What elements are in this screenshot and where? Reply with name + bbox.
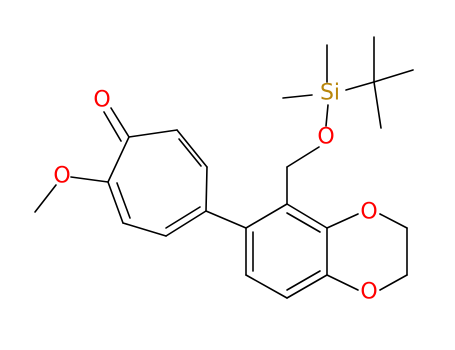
bond-c6-c7 xyxy=(107,181,124,224)
bond-odioxane-upper-ch2 xyxy=(379,213,408,229)
bond-c7-omethoxy xyxy=(70,176,109,183)
bond-c5-c6 xyxy=(122,222,167,237)
bond-b3-odioxane-upper xyxy=(326,213,359,229)
bond-c4-c5-double xyxy=(165,206,201,229)
bond-c6-c7-double xyxy=(116,182,131,219)
bond-b1-b2 xyxy=(245,203,288,229)
bond-c1-c2 xyxy=(128,129,178,138)
atom-labels: O O O Si O O xyxy=(53,81,377,305)
bond-b2-b3 xyxy=(286,203,328,229)
bond-b4-b5-double xyxy=(286,270,321,291)
atom-silicon: Si xyxy=(320,81,340,106)
bond-tbu-methyl-down xyxy=(373,81,382,129)
bond-c3-c4 xyxy=(205,166,208,212)
atom-dioxane-oxygen-lower: O xyxy=(360,280,377,305)
bonds xyxy=(34,36,414,299)
bond-c7-c1 xyxy=(107,136,130,183)
bond-b4-b5 xyxy=(286,274,328,299)
bond-c4-c5 xyxy=(165,210,207,237)
bond-carbonyl-b xyxy=(103,111,122,142)
bond-si-tbu xyxy=(345,81,375,91)
bond-si-methyl-left xyxy=(282,94,313,99)
bond-c2-c3-double xyxy=(178,138,202,167)
bond-osilyl-si xyxy=(325,104,329,127)
atom-dioxane-oxygen-upper: O xyxy=(360,200,377,225)
bond-biaryl xyxy=(205,210,247,229)
atom-carbonyl-oxygen: O xyxy=(93,88,110,113)
bond-ch2-odioxane-lower xyxy=(379,274,408,291)
bond-b2-b3-double xyxy=(286,212,321,233)
bond-ch2-osilyl xyxy=(286,146,320,168)
bond-odioxane-lower-b4 xyxy=(326,274,359,291)
bond-omethoxy-methyl xyxy=(34,184,57,213)
atom-silyl-ether-oxygen: O xyxy=(317,125,334,150)
bond-b5-b6 xyxy=(245,274,288,299)
bond-tbu-methyl-right xyxy=(373,69,414,83)
bond-c2-c3 xyxy=(176,129,208,168)
atom-methoxy-oxygen: O xyxy=(53,164,70,189)
bond-carbonyl-a xyxy=(110,107,130,138)
